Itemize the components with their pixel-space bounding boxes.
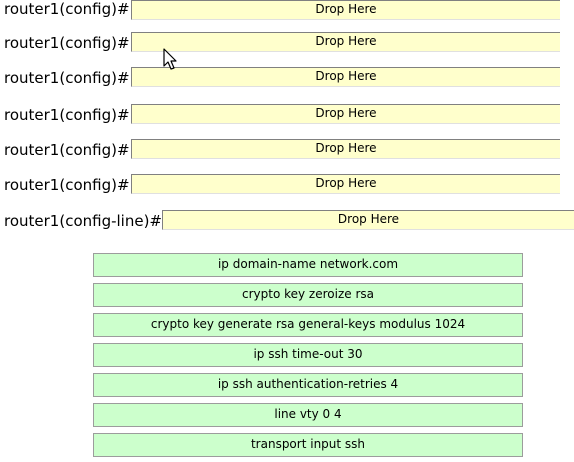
drop-target-4[interactable]: Drop Here — [131, 104, 560, 124]
prompt-label: router1(config)# — [4, 34, 130, 52]
prompt-label: router1(config-line)# — [4, 212, 162, 230]
command-crypto-key-generate[interactable]: crypto key generate rsa general-keys mod… — [93, 313, 523, 337]
drop-target-1[interactable]: Drop Here — [131, 0, 560, 20]
command-crypto-key-zeroize[interactable]: crypto key zeroize rsa — [93, 283, 523, 307]
command-transport-input[interactable]: transport input ssh — [93, 433, 523, 457]
command-ssh-authentication-retries[interactable]: ip ssh authentication-retries 4 — [93, 373, 523, 397]
command-ip-domain-name[interactable]: ip domain-name network.com — [93, 253, 523, 277]
drop-target-7[interactable]: Drop Here — [162, 210, 574, 230]
drop-target-2[interactable]: Drop Here — [131, 32, 560, 52]
command-line-vty[interactable]: line vty 0 4 — [93, 403, 523, 427]
prompt-label: router1(config)# — [4, 106, 130, 124]
command-ssh-time-out[interactable]: ip ssh time-out 30 — [93, 343, 523, 367]
prompt-label: router1(config)# — [4, 0, 130, 18]
drop-target-3[interactable]: Drop Here — [131, 67, 560, 87]
prompt-label: router1(config)# — [4, 69, 130, 87]
prompt-label: router1(config)# — [4, 176, 130, 194]
arrow-cursor-icon — [163, 48, 177, 70]
drop-target-6[interactable]: Drop Here — [131, 174, 560, 194]
prompt-label: router1(config)# — [4, 141, 130, 159]
drop-target-5[interactable]: Drop Here — [131, 139, 560, 159]
